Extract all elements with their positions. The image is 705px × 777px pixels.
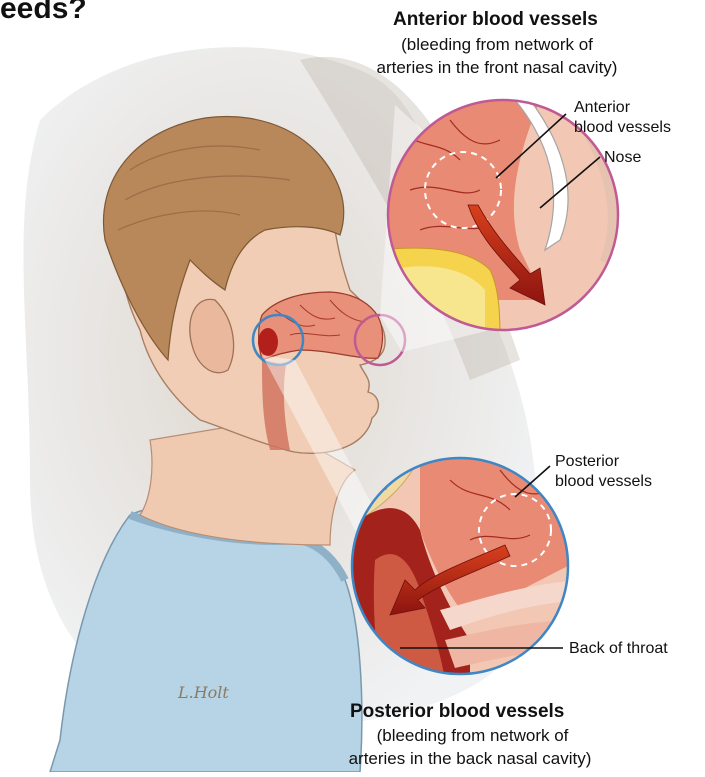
signature: L.Holt <box>177 683 229 702</box>
anterior-desc-line2: arteries in the front nasal cavity) <box>362 57 632 79</box>
anterior-desc-line1: (bleeding from network of <box>372 34 622 56</box>
partial-page-title: eeds? <box>0 0 87 26</box>
anterior-title: Anterior blood vessels <box>393 8 598 31</box>
callout-back-of-throat: Back of throat <box>569 639 668 658</box>
callout-nose: Nose <box>604 148 641 167</box>
callout-anterior-vessels-line2: blood vessels <box>574 118 671 137</box>
posterior-desc-line2: arteries in the back nasal cavity) <box>325 748 615 770</box>
callout-anterior-vessels-line1: Anterior <box>574 98 630 117</box>
posterior-bleed-spot <box>258 328 278 356</box>
callout-posterior-vessels-line1: Posterior <box>555 452 619 471</box>
posterior-desc-line1: (bleeding from network of <box>340 725 605 747</box>
posterior-title: Posterior blood vessels <box>350 700 564 723</box>
callout-posterior-vessels-line2: blood vessels <box>555 472 652 491</box>
